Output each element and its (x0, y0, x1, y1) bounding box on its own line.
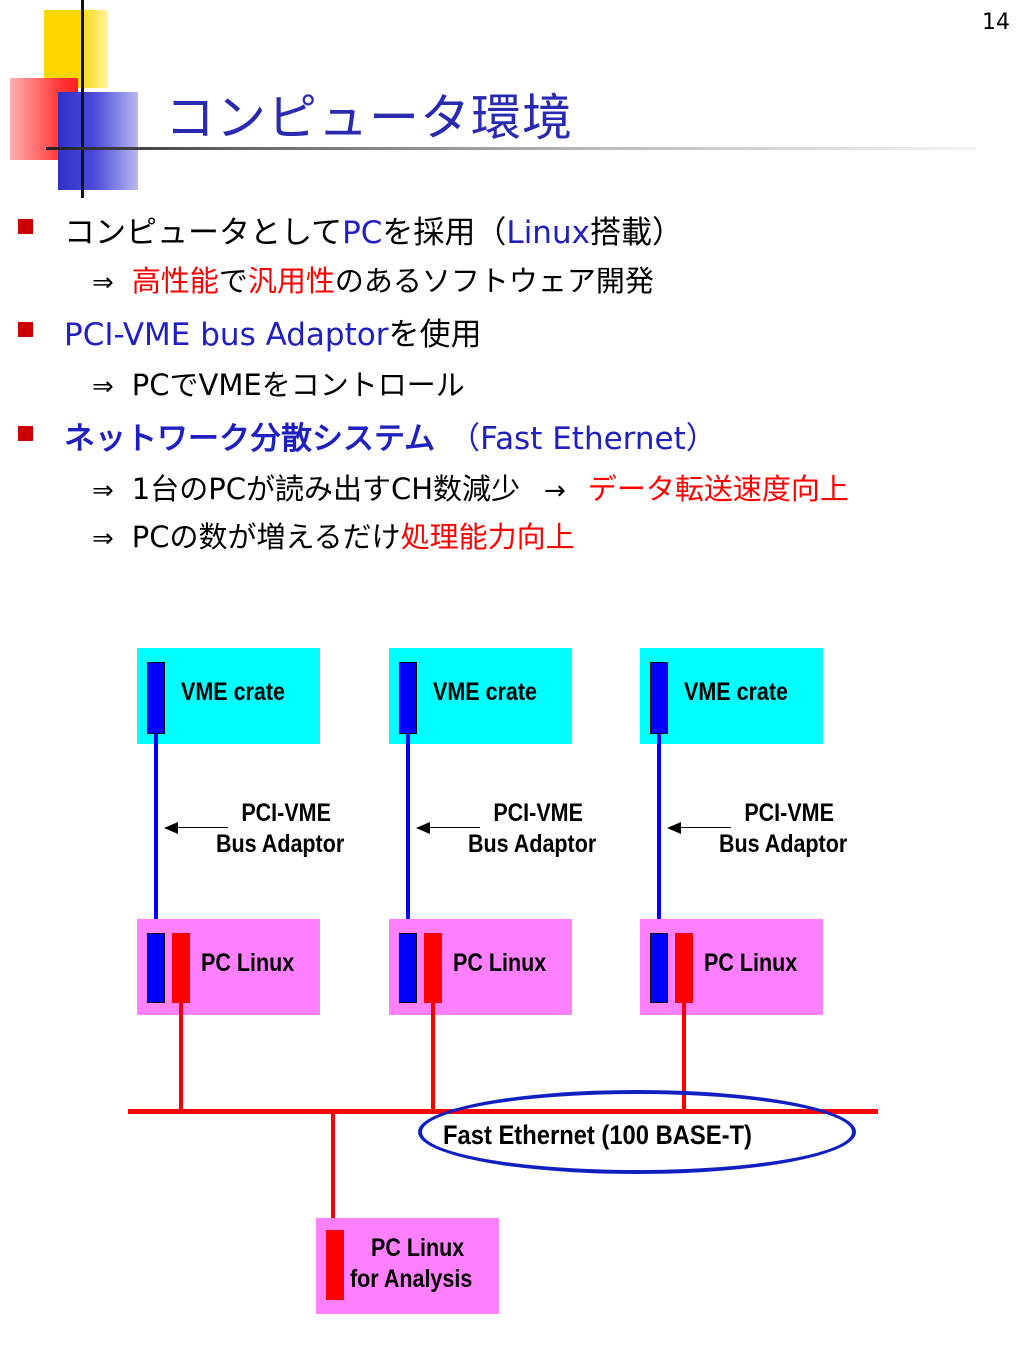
highlight-general-purpose: 汎用性 (247, 264, 335, 298)
pointer-line (428, 827, 480, 828)
pc-linux-box (137, 919, 320, 1015)
implies-arrow-icon: ⇒ (92, 476, 114, 506)
analysis-pc-label-line1: PC Linux (371, 1234, 465, 1262)
ethernet-highlight-ellipse (418, 1090, 856, 1174)
adaptor-label: PCI-VME Bus Adaptor (216, 798, 344, 861)
implies-arrow-icon: ⇒ (92, 268, 114, 298)
highlight-linux: Linux (506, 215, 590, 251)
adaptor-cable (657, 734, 661, 934)
pci-card-bar (147, 933, 165, 1003)
highlight-adaptor: PCI-VME bus Adaptor (64, 317, 389, 353)
adaptor-cable (406, 734, 410, 934)
vme-crate-box (389, 648, 572, 744)
page-number: 14 (982, 10, 1010, 35)
sub-text: PCでVMEをコントロール (131, 368, 465, 402)
pc-ethernet-drop (179, 1003, 183, 1113)
adaptor-cable (154, 734, 158, 934)
pc-linux-label: PC Linux (704, 949, 798, 977)
analysis-pc-drop (331, 1113, 335, 1233)
pc-ethernet-drop (682, 1003, 686, 1113)
adaptor-label-line2: Bus Adaptor (719, 830, 848, 859)
bullet-text: コンピュータとして (64, 215, 343, 251)
adaptor-label-line1: PCI-VME (744, 799, 834, 827)
analysis-pc-box (316, 1218, 499, 1314)
pointer-arrow-icon (667, 822, 681, 834)
vme-crate-box (640, 648, 823, 744)
highlight-network-system: ネットワーク分散システム (64, 421, 436, 457)
sub-bullet-channels: ⇒ 1台のPCが読み出すCH数減少 → データ転送速度向上 (92, 466, 849, 508)
analysis-pc-label: PC Linux for Analysis (350, 1233, 472, 1296)
sub-text: PCの数が増えるだけ (131, 520, 401, 554)
network-card-bar (326, 1230, 344, 1300)
bullet-pc-linux: コンピュータとしてPCを採用（Linux搭載） (64, 207, 683, 252)
bullet-network: ネットワーク分散システム （Fast Ethernet） (64, 413, 717, 458)
sub-bullet-vme-control: ⇒ PCでVMEをコントロール (92, 362, 465, 404)
pc-ethernet-drop (431, 1003, 435, 1113)
vme-slot-bar (147, 662, 165, 734)
decor-blue-square (58, 92, 138, 190)
bullet-adaptor: PCI-VME bus Adaptorを使用 (64, 309, 481, 354)
implies-arrow-icon: ⇒ (92, 524, 114, 554)
title-underline (46, 147, 976, 150)
pci-card-bar (399, 933, 417, 1003)
pc-linux-label: PC Linux (201, 949, 295, 977)
pointer-line (679, 827, 731, 828)
implies-arrow-icon: ⇒ (92, 372, 114, 402)
pointer-arrow-icon (164, 822, 178, 834)
bullet-marker (18, 219, 33, 234)
bullet-text: を採用（ (382, 215, 507, 251)
highlight-processing-power: 処理能力向上 (400, 520, 575, 554)
highlight-transfer-speed: データ転送速度向上 (587, 472, 849, 506)
pointer-line (176, 827, 228, 828)
decor-yellow-square (44, 10, 108, 88)
vme-crate-box (137, 648, 320, 744)
adaptor-label-line1: PCI-VME (493, 799, 583, 827)
highlight-pc: PC (342, 215, 383, 251)
adaptor-label: PCI-VME Bus Adaptor (719, 798, 847, 861)
vme-crate-label: VME crate (684, 678, 788, 706)
vme-slot-bar (399, 662, 417, 734)
bullet-marker (18, 322, 33, 337)
sub-text: のあるソフトウェア開発 (334, 264, 654, 298)
pc-linux-box (389, 919, 572, 1015)
highlight-fast-ethernet: （Fast Ethernet） (449, 421, 717, 457)
network-card-bar (172, 933, 190, 1003)
pointer-arrow-icon (416, 822, 430, 834)
ethernet-label: Fast Ethernet (100 BASE-T) (443, 1120, 752, 1150)
bullet-marker (18, 426, 33, 441)
slide-title: コンピュータ環境 (165, 89, 573, 147)
analysis-pc-label-line2: for Analysis (350, 1265, 473, 1294)
sub-bullet-performance: ⇒ 高性能で汎用性のあるソフトウェア開発 (92, 258, 654, 300)
vme-slot-bar (650, 662, 668, 734)
adaptor-label-line2: Bus Adaptor (468, 830, 597, 859)
highlight-high-performance: 高性能 (131, 264, 219, 298)
decor-vertical-line (81, 0, 84, 198)
bullet-text: 搭載） (589, 215, 683, 251)
vme-crate-label: VME crate (181, 678, 285, 706)
sub-bullet-processing: ⇒ PCの数が増えるだけ処理能力向上 (92, 514, 575, 556)
adaptor-label-line2: Bus Adaptor (216, 830, 345, 859)
network-card-bar (675, 933, 693, 1003)
right-arrow-icon: → (544, 476, 566, 506)
vme-crate-label: VME crate (433, 678, 537, 706)
pc-linux-label: PC Linux (453, 949, 547, 977)
adaptor-label-line1: PCI-VME (241, 799, 331, 827)
network-card-bar (424, 933, 442, 1003)
sub-text: 1台のPCが読み出すCH数減少 (131, 472, 521, 506)
pc-linux-box (640, 919, 823, 1015)
bullet-text: を使用 (388, 317, 482, 353)
sub-text: で (218, 264, 248, 298)
adaptor-label: PCI-VME Bus Adaptor (468, 798, 596, 861)
pci-card-bar (650, 933, 668, 1003)
